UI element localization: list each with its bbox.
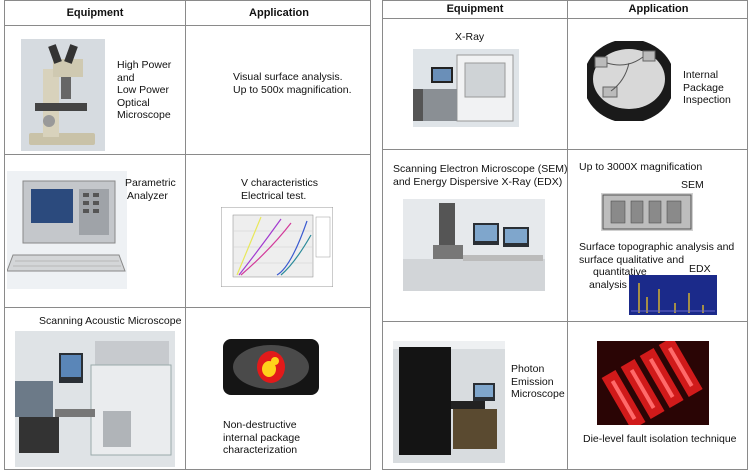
xray-application: Internal Package Inspection <box>683 69 731 106</box>
sem-image <box>601 193 693 231</box>
optical-microscope-label: High Power and Low Power Optical Microsc… <box>117 59 172 121</box>
iv-curve-plot <box>221 207 333 287</box>
edx-spectrum <box>629 275 717 315</box>
acoustic-scan-image <box>221 337 321 397</box>
right-equipment-table: Equipment Application X-Ray Internal Pac… <box>382 0 748 470</box>
photon-emission-photo <box>393 341 505 463</box>
acoustic-microscope-photo <box>15 331 175 467</box>
sem-lab-photo <box>403 199 545 291</box>
parametric-analyzer-label: Parametric Analyzer <box>125 177 176 202</box>
optical-microscope-photo <box>21 39 105 151</box>
sem-image-label: SEM <box>681 179 704 191</box>
header-equipment: Equipment <box>446 3 504 15</box>
xray-inspection-image <box>587 41 671 121</box>
xray-label: X-Ray <box>455 31 485 43</box>
left-equipment-table: Equipment Application High Power and Low… <box>4 0 371 470</box>
photon-emission-application: Die-level fault isolation technique <box>583 433 737 445</box>
sem-edx-label: Scanning Electron Microscope (SEM) and E… <box>393 163 568 188</box>
sem-edx-application: Surface topographic analysis and surface… <box>579 241 735 291</box>
xray-machine-photo <box>413 49 519 127</box>
photon-emission-label: Photon Emission Microscope <box>511 363 565 400</box>
edx-image-label: EDX <box>689 263 711 275</box>
acoustic-microscope-label: Scanning Acoustic Microscope <box>39 315 182 327</box>
parametric-analyzer-application: V characteristics Electrical test. <box>241 177 319 202</box>
header-application: Application <box>628 3 689 15</box>
sem-application: Up to 3000X magnification <box>579 161 703 173</box>
header-application: Application <box>249 7 309 19</box>
optical-microscope-application: Visual surface analysis. Up to 500x magn… <box>233 71 352 96</box>
parametric-analyzer-photo <box>7 171 127 289</box>
acoustic-microscope-application: Non-destructive internal package charact… <box>223 419 301 456</box>
header-equipment: Equipment <box>66 7 124 19</box>
photon-emission-image <box>597 341 709 425</box>
